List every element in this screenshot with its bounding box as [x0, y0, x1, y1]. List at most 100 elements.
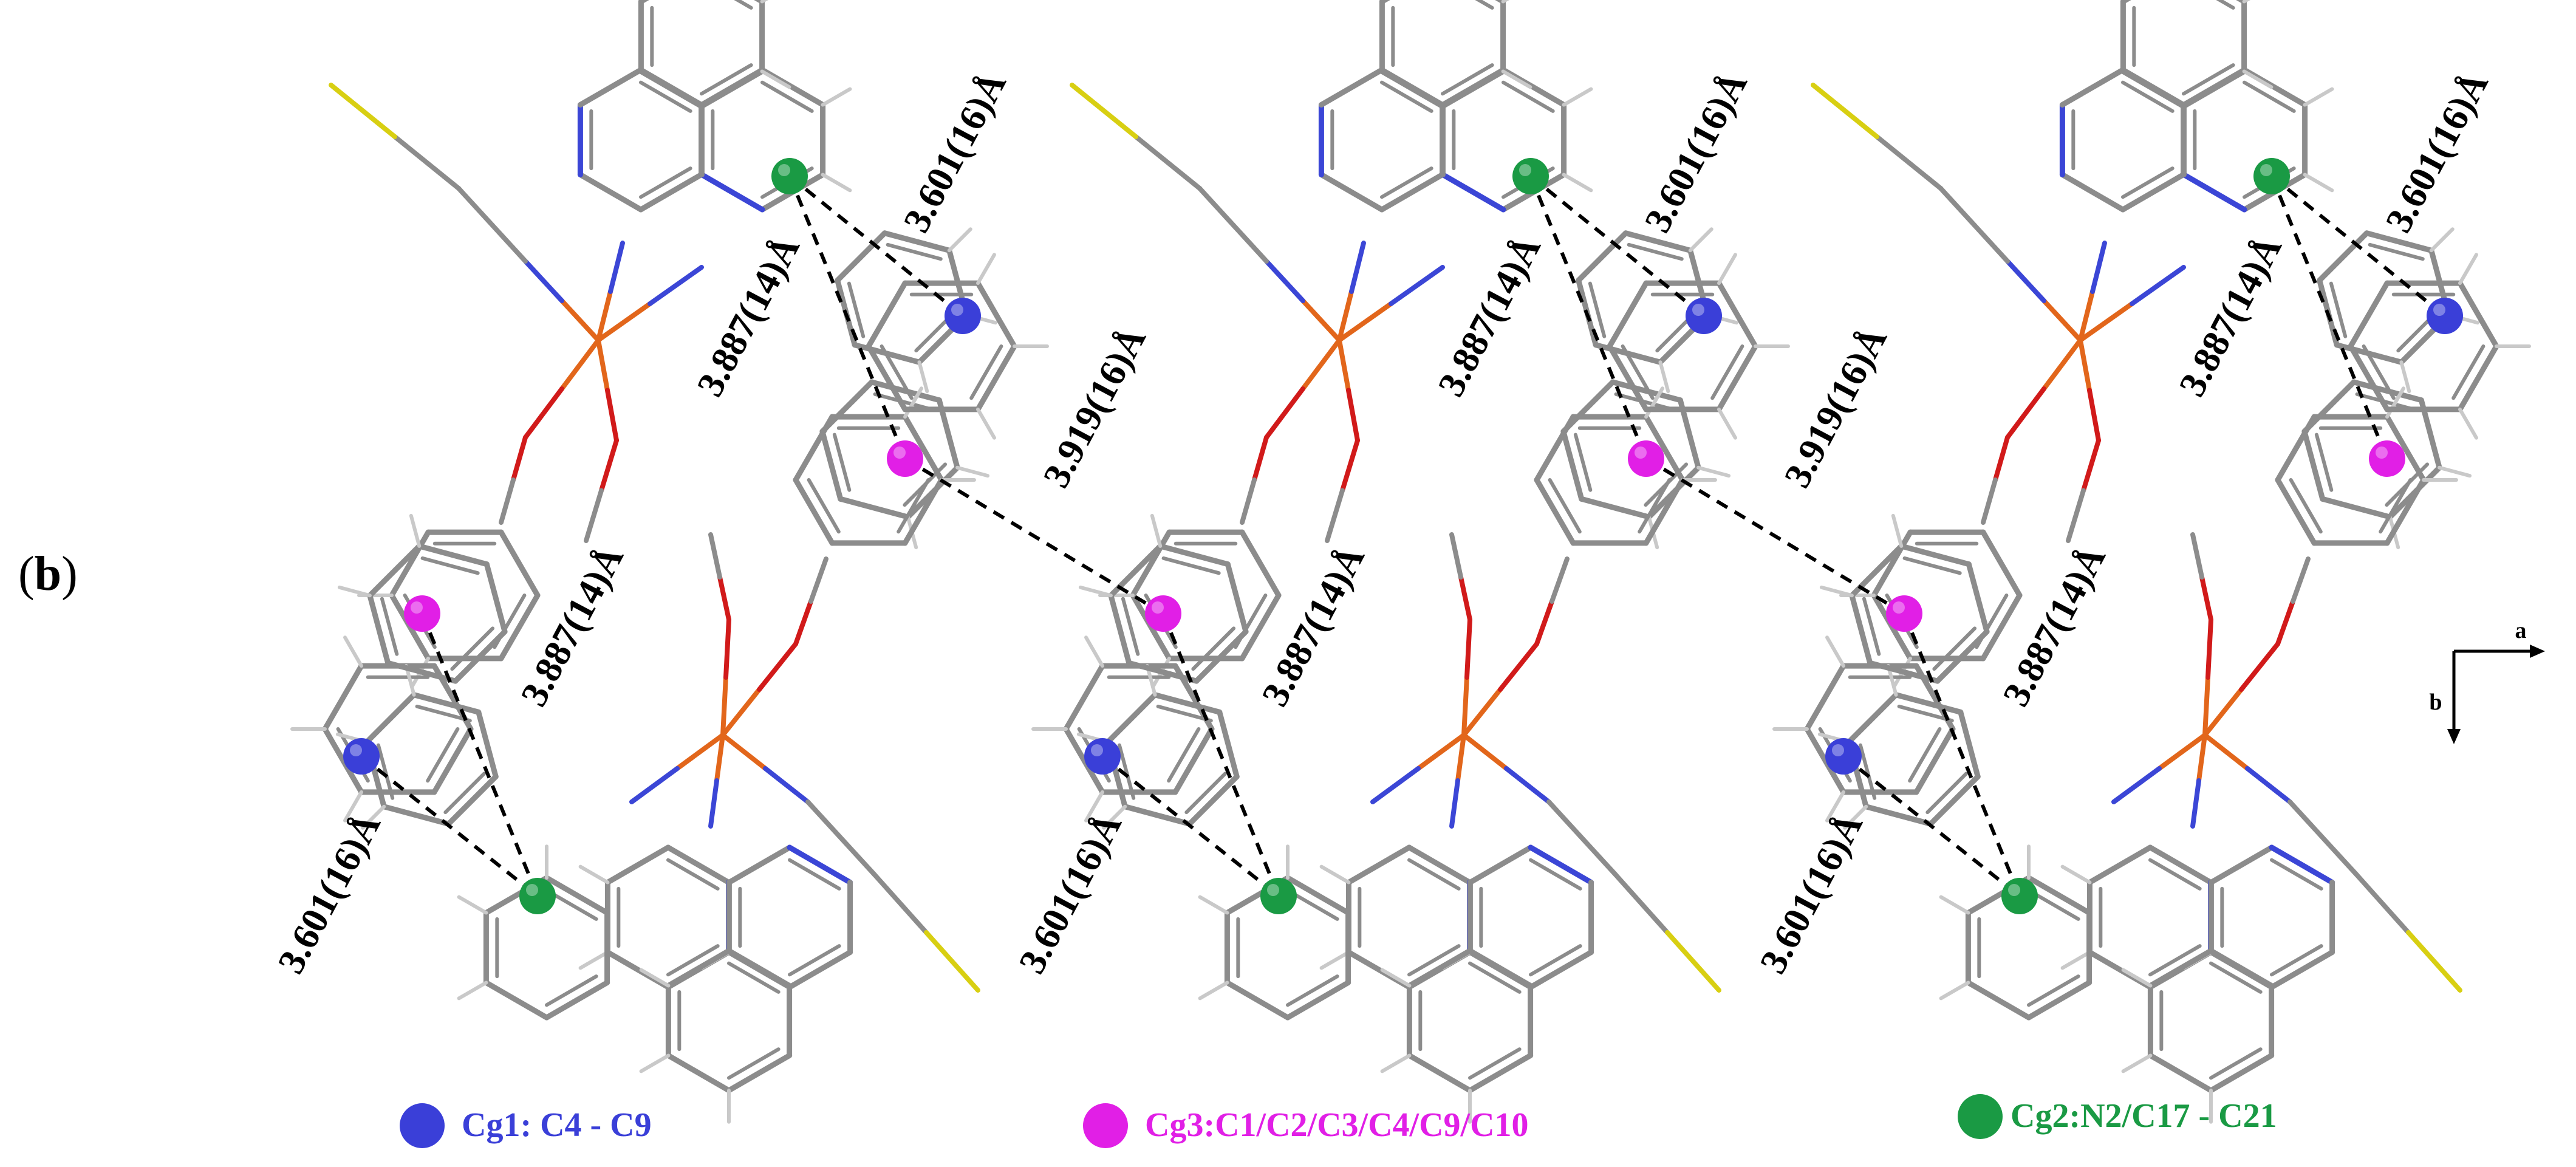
ring-b-double-bond	[2270, 944, 2323, 977]
metal-o-bond	[559, 338, 601, 391]
ring-g-h-bond	[1819, 585, 1854, 598]
ring-f-double-bond	[1897, 704, 1954, 723]
ring-c-bond	[2208, 1053, 2275, 1093]
centroid-cg2	[1512, 158, 1549, 194]
ring-h-bond	[1965, 980, 2032, 1021]
metal-o2-bond	[2239, 642, 2280, 692]
ring-c-bond	[2120, 69, 2187, 109]
ring-e-bond	[975, 343, 1017, 412]
ring-d-bond	[389, 529, 431, 598]
molecule-upper-2	[1772, 0, 2480, 823]
ring-b-h-bond	[821, 173, 852, 193]
ring-a-double-bond	[2148, 858, 2202, 891]
centroid-cg2	[771, 158, 808, 194]
ring-b-bond	[787, 950, 853, 990]
chain-s-bond	[1133, 134, 1202, 191]
o-c-bond	[2199, 575, 2213, 622]
ring-e-double-bond	[2362, 344, 2396, 400]
ring-g-bond	[1560, 428, 1585, 502]
contact-cg2-cg3-top	[788, 175, 907, 460]
ring-a-bond	[1318, 172, 1385, 213]
o-c2-bond	[2275, 599, 2295, 646]
o-c-bond	[1458, 575, 1472, 622]
distance-label-cg1-cg2-top: 3.601(16)Å	[2378, 66, 2496, 239]
metal-n-bond	[1504, 766, 1551, 804]
ring-c-h-bond	[1380, 1053, 1412, 1073]
ring-g-bond	[1225, 561, 1249, 635]
ring-g-double-bond	[1573, 433, 1593, 492]
ring-g-h-bond	[1891, 513, 1904, 548]
o-c2-bond	[1325, 488, 1345, 543]
ring-g-double-bond	[1862, 597, 1881, 656]
ring-a-bond	[1345, 844, 1412, 885]
ring-f-double-bond	[1588, 281, 1607, 338]
ring-d-bond	[498, 529, 541, 598]
ring-a-double-bond	[1407, 858, 1461, 891]
ring-h-bond	[544, 875, 610, 915]
ring-f-double-bond	[1156, 704, 1213, 723]
ring-h-bond	[544, 980, 610, 1021]
ring-h-bond	[2026, 875, 2093, 915]
contact-cg3-cg2-bottom	[1161, 612, 1280, 897]
ring-a-bond	[604, 844, 671, 885]
ring-a-double-bond	[1380, 80, 1433, 113]
o-c-bond	[1981, 477, 1998, 525]
ring-g-h-bond	[1078, 585, 1113, 598]
ring-c-bond	[726, 948, 793, 988]
ring-e-bond	[866, 343, 908, 412]
ring-c-double-bond	[734, 0, 753, 10]
ring-c-h-bond	[2242, 69, 2274, 89]
ring-d-bond	[793, 477, 835, 546]
ring-e-bond	[322, 663, 364, 732]
ring-b-double-bond	[2243, 80, 2296, 113]
ring-f-bond	[2317, 230, 2370, 284]
ring-g-double-bond	[1902, 556, 1962, 575]
legend-cg1-text: Cg1: C4 - C9	[462, 1106, 652, 1144]
ring-d-bond	[2275, 414, 2317, 483]
ring-e-bond	[1607, 280, 1649, 349]
ring-f-h-bond	[1688, 227, 1713, 253]
ring-e-double-bond	[1621, 344, 1655, 400]
ring-d-double-bond	[1638, 478, 1672, 534]
ring-g-double-bond	[420, 556, 480, 575]
chain-s-bond	[924, 930, 980, 993]
ring-c-double-bond	[727, 1047, 781, 1080]
contact-cg2-cg1-top	[788, 174, 964, 318]
ring-c-h-bond	[639, 968, 671, 988]
ring-f-bond	[1623, 230, 1693, 253]
ring-d-bond	[1871, 529, 1913, 598]
chain-bond	[1938, 186, 2010, 264]
ring-g-bond	[1157, 543, 1231, 567]
ring-d-bond	[2384, 477, 2427, 546]
o-c-bond	[499, 477, 516, 525]
contact-cg1-cg2-bottom	[1842, 755, 2021, 898]
ring-c-double-bond	[1475, 0, 1494, 10]
centroid-cg3	[2369, 440, 2405, 477]
ring-h-double-bond	[1286, 974, 1339, 1007]
ring-g-bond	[1898, 543, 1972, 567]
ring-a-h-bond	[1319, 950, 1351, 970]
ring-c-double-bond	[1441, 63, 1494, 96]
ring-e-h-bond	[1084, 635, 1104, 668]
metal-o-bond	[1300, 338, 1342, 391]
ring-f-bond	[1105, 692, 1158, 745]
legend-cg2-swatch	[1958, 1094, 2003, 1139]
ring-a-double-bond	[2148, 944, 2202, 977]
ring-d-double-bond	[2289, 478, 2323, 534]
o-c-bond	[717, 575, 731, 622]
ring-b-bond	[1440, 172, 1506, 213]
chain-s-bond	[1070, 83, 1138, 139]
ring-d-bond	[1239, 529, 1282, 598]
ring-c-bond	[1440, 69, 1506, 109]
ring-c-bond	[665, 948, 732, 988]
ring-f-h-bond	[361, 804, 386, 830]
ring-b-double-bond	[2270, 858, 2323, 891]
ring-e-bond	[1716, 280, 1758, 349]
ring-e-bond	[1172, 726, 1215, 795]
ring-e-bond	[2457, 280, 2499, 349]
ring-b-bond	[1528, 844, 1594, 885]
metal-n2-bond	[1349, 241, 1366, 294]
chain-s-bond	[1613, 872, 1670, 935]
ring-c-double-bond	[727, 961, 781, 994]
ring-e-double-bond	[426, 727, 460, 783]
